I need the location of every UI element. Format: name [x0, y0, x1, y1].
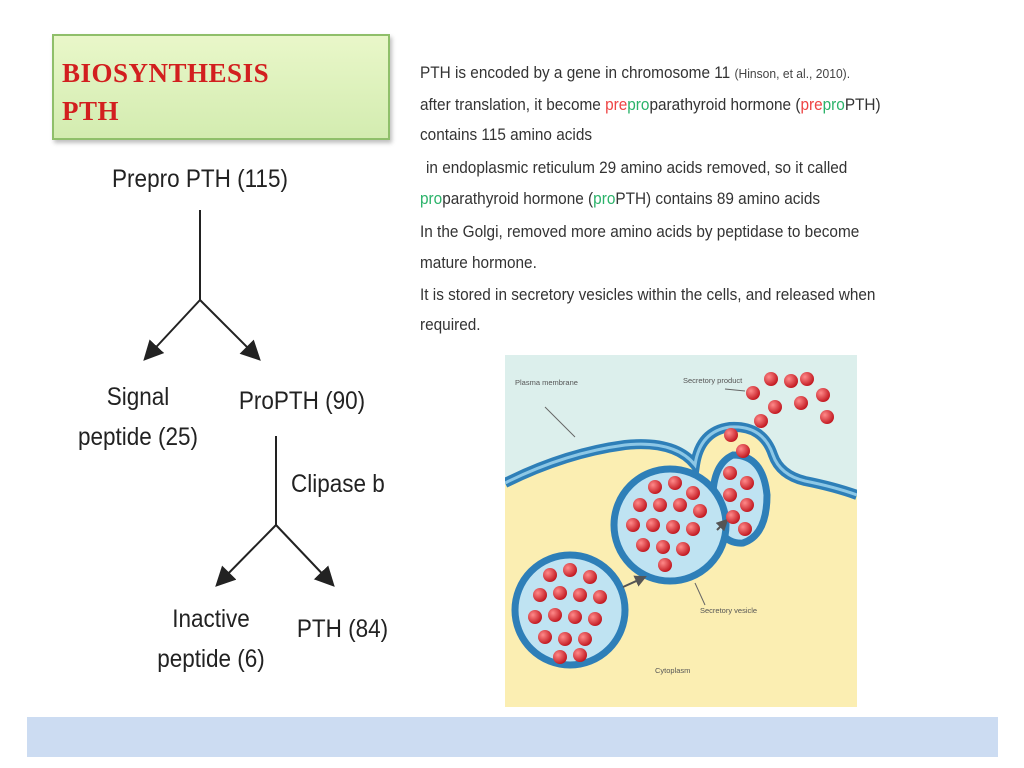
enzyme-label: Clipase b [291, 470, 385, 498]
text-line-7: mature hormone. [420, 254, 537, 272]
secretion-figure: Plasma membrane Secretory product Secret… [505, 355, 857, 707]
arrow-pth [275, 524, 335, 587]
arrow-signal [143, 299, 201, 361]
label-secretory-vesicle: Secretory vesicle [700, 606, 757, 615]
text-span: parathyroid hormone ( [442, 190, 594, 208]
arrow-inactive [215, 524, 277, 587]
text-line-8: It is stored in secretory vesicles withi… [420, 286, 876, 304]
text-line-3: contains 115 amino acids [420, 126, 593, 144]
granules-left [528, 563, 607, 664]
slide-title: BIOSYNTHESIS [62, 58, 270, 88]
label-secretory-product: Secretory product [683, 376, 743, 385]
prefix-pro: pro [420, 190, 443, 208]
text-span: parathyroid hormone ( [649, 96, 801, 114]
node-inactive-line2: peptide (6) [157, 645, 265, 673]
text-line-1: PTH is encoded by a gene in chromosome 1… [420, 58, 927, 89]
text-line-2: after translation, it become preproparat… [420, 90, 927, 120]
slide-title-sub: PTH [62, 96, 120, 126]
granules-middle [626, 476, 707, 572]
arrow-vesicle-1 [622, 575, 647, 588]
text-line-1-main: PTH is encoded by a gene in chromosome 1… [420, 64, 735, 82]
label-cytoplasm: Cytoplasm [655, 666, 690, 675]
text-span: PTH) [844, 96, 881, 114]
prefix-pre: pre [800, 96, 823, 114]
node-signal-line1: Signal [106, 383, 170, 411]
arrow-vesicle-2 [715, 518, 729, 532]
node-propth: ProPTH (90) [238, 387, 366, 415]
leader-membrane [544, 406, 576, 438]
text-line-6: In the Golgi, removed more amino acids b… [420, 223, 860, 241]
footer-bar [27, 717, 998, 757]
prefix-pro: pro [593, 190, 616, 208]
prefix-pro: pro [627, 96, 650, 114]
node-signal-line2: peptide (25) [77, 423, 199, 451]
prefix-pro: pro [822, 96, 845, 114]
citation: (Hinson, et al., 2010). [734, 66, 851, 81]
leader-vesicle [694, 582, 706, 606]
extracellular-space [505, 355, 857, 495]
text-line-5: proparathyroid hormone (proPTH) contains… [420, 184, 927, 214]
text-span: after translation, it become [420, 96, 606, 114]
title-box: BIOSYNTHESIS PTH [52, 34, 390, 140]
node-inactive-line1: Inactive [172, 605, 250, 633]
node-pth: PTH (84) [296, 615, 389, 643]
arrow-propth [199, 299, 261, 361]
text-span: PTH) contains 89 amino acids [615, 190, 821, 208]
node-prepro-pth: Prepro PTH (115) [112, 165, 288, 193]
granules-released [723, 372, 834, 536]
prefix-pre: pre [605, 96, 628, 114]
leader-product [724, 388, 746, 392]
text-line-9: required. [420, 316, 481, 334]
label-plasma-membrane: Plasma membrane [515, 378, 578, 387]
plasma-membrane-inner [505, 425, 857, 497]
text-line-4: in endoplasmic reticulum 29 amino acids … [426, 159, 848, 177]
